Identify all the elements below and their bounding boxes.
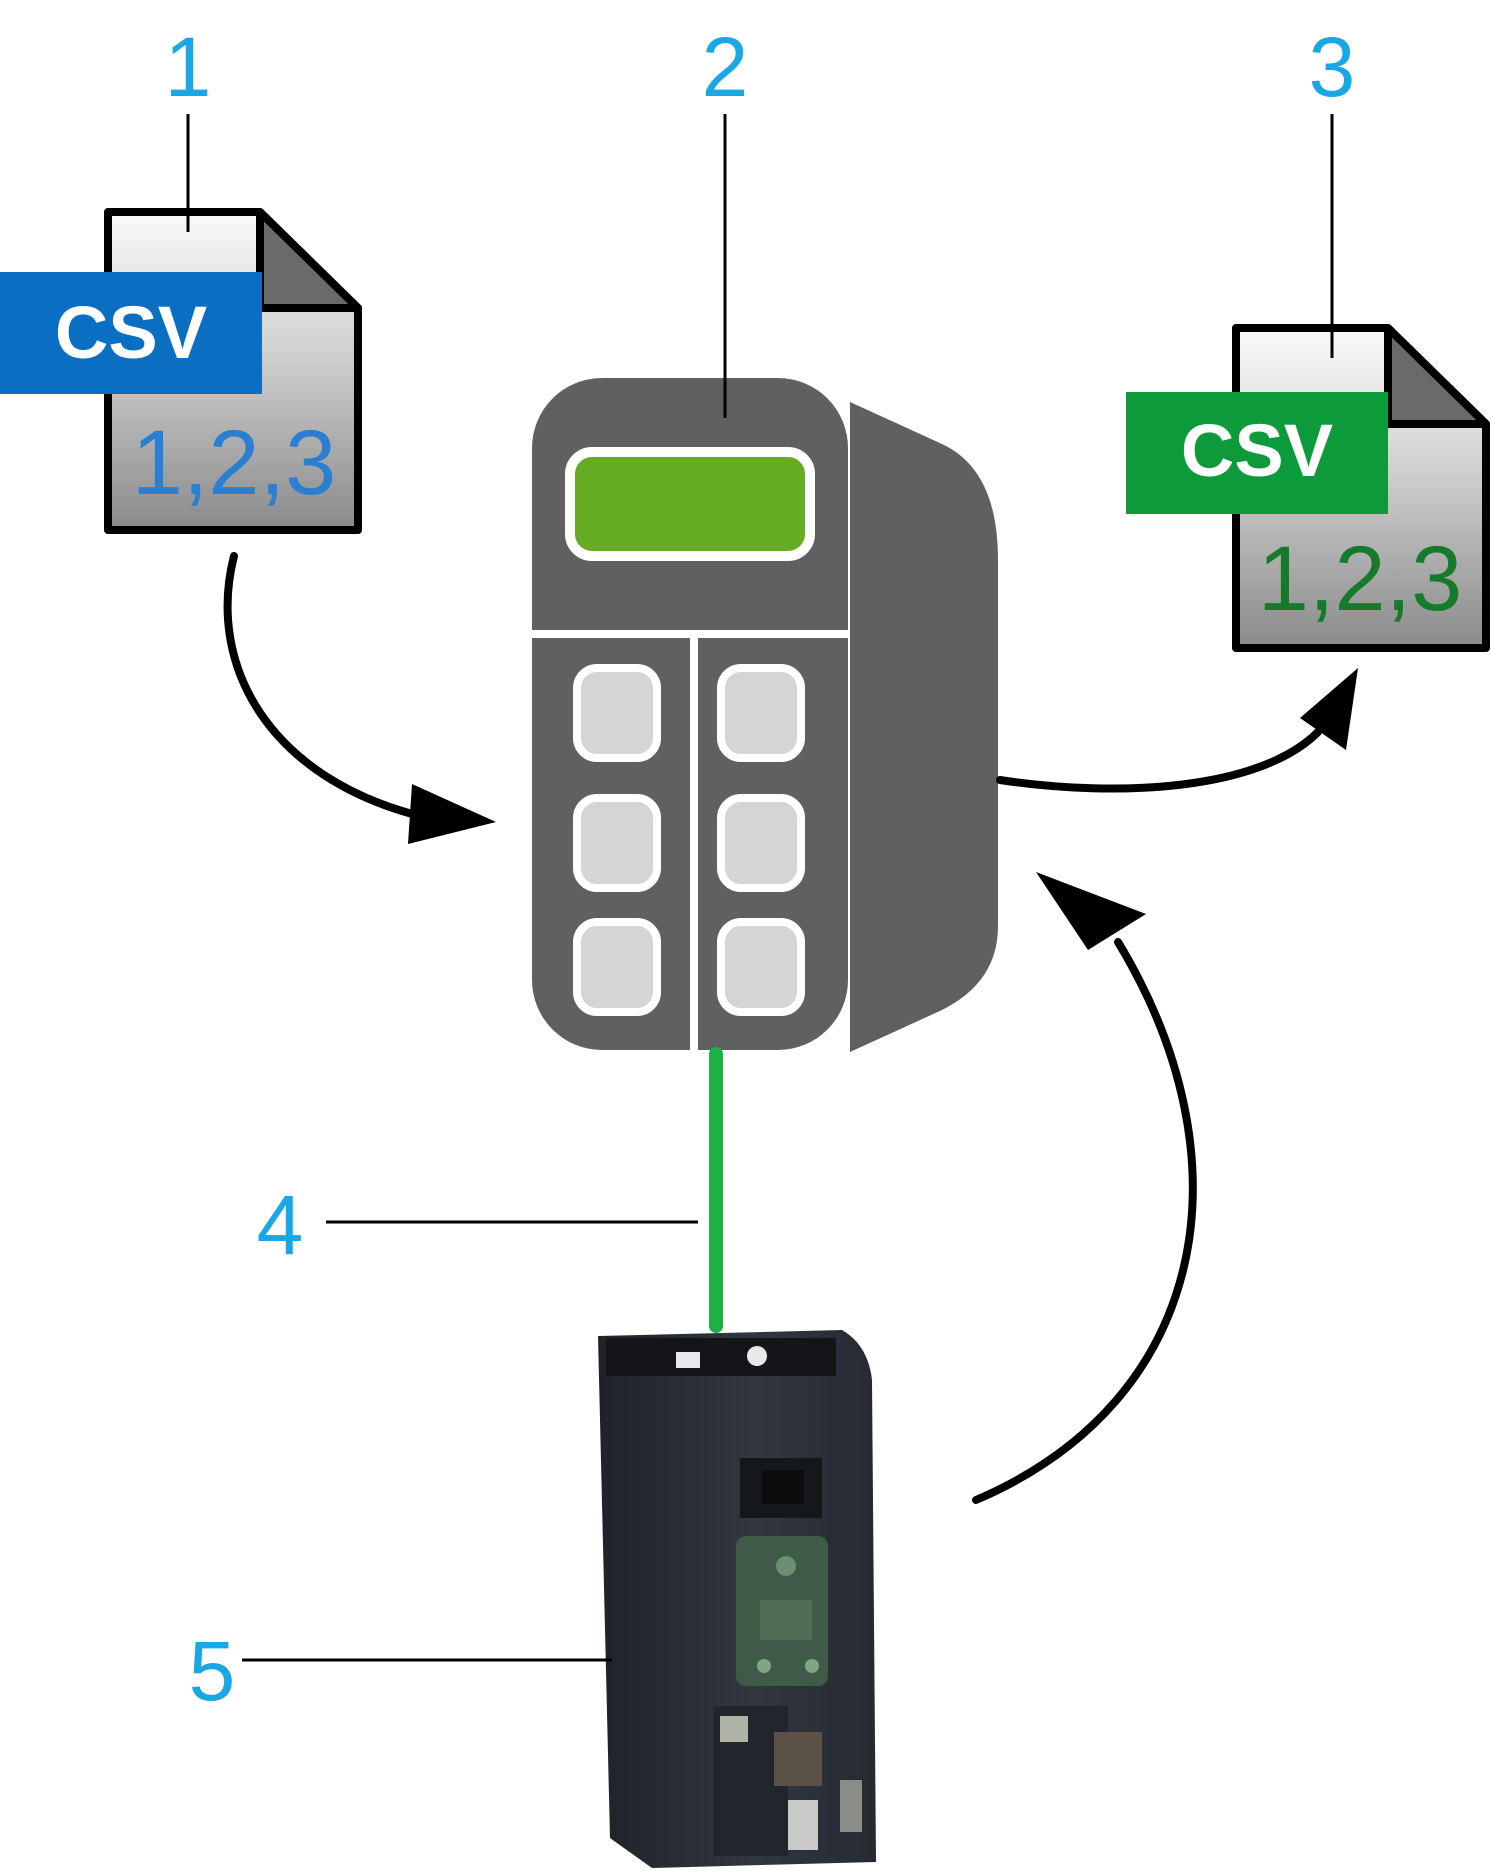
graphic-display-terminal-icon	[532, 378, 998, 1052]
keypad-key	[573, 664, 661, 762]
keypad-key	[573, 918, 661, 1016]
keypad-key	[573, 794, 661, 892]
input-csv-content: 1,2,3	[132, 412, 337, 514]
callout-4: 4	[257, 1178, 304, 1272]
callout-3: 3	[1309, 20, 1356, 114]
callout-1: 1	[165, 20, 212, 114]
input-csv-label: CSV	[55, 291, 207, 374]
input-csv-file: CSV 1,2,3	[0, 208, 362, 534]
import-arrow	[223, 552, 496, 844]
drive-to-keypad-arrow	[972, 872, 1197, 1504]
export-arrow	[996, 668, 1358, 793]
csv-badge-blue	[0, 272, 262, 394]
variable-speed-drive-icon	[598, 1330, 876, 1868]
keypad-key	[717, 664, 805, 762]
display-screen	[565, 447, 815, 561]
callout-2: 2	[702, 20, 749, 114]
output-csv-content: 1,2,3	[1258, 528, 1463, 630]
csv-badge-green	[1126, 392, 1388, 514]
keypad-key	[717, 918, 805, 1016]
output-csv-file: CSV 1,2,3	[1126, 324, 1490, 652]
output-csv-label: CSV	[1181, 409, 1333, 492]
callout-5: 5	[189, 1624, 236, 1718]
keypad-key	[717, 794, 805, 892]
